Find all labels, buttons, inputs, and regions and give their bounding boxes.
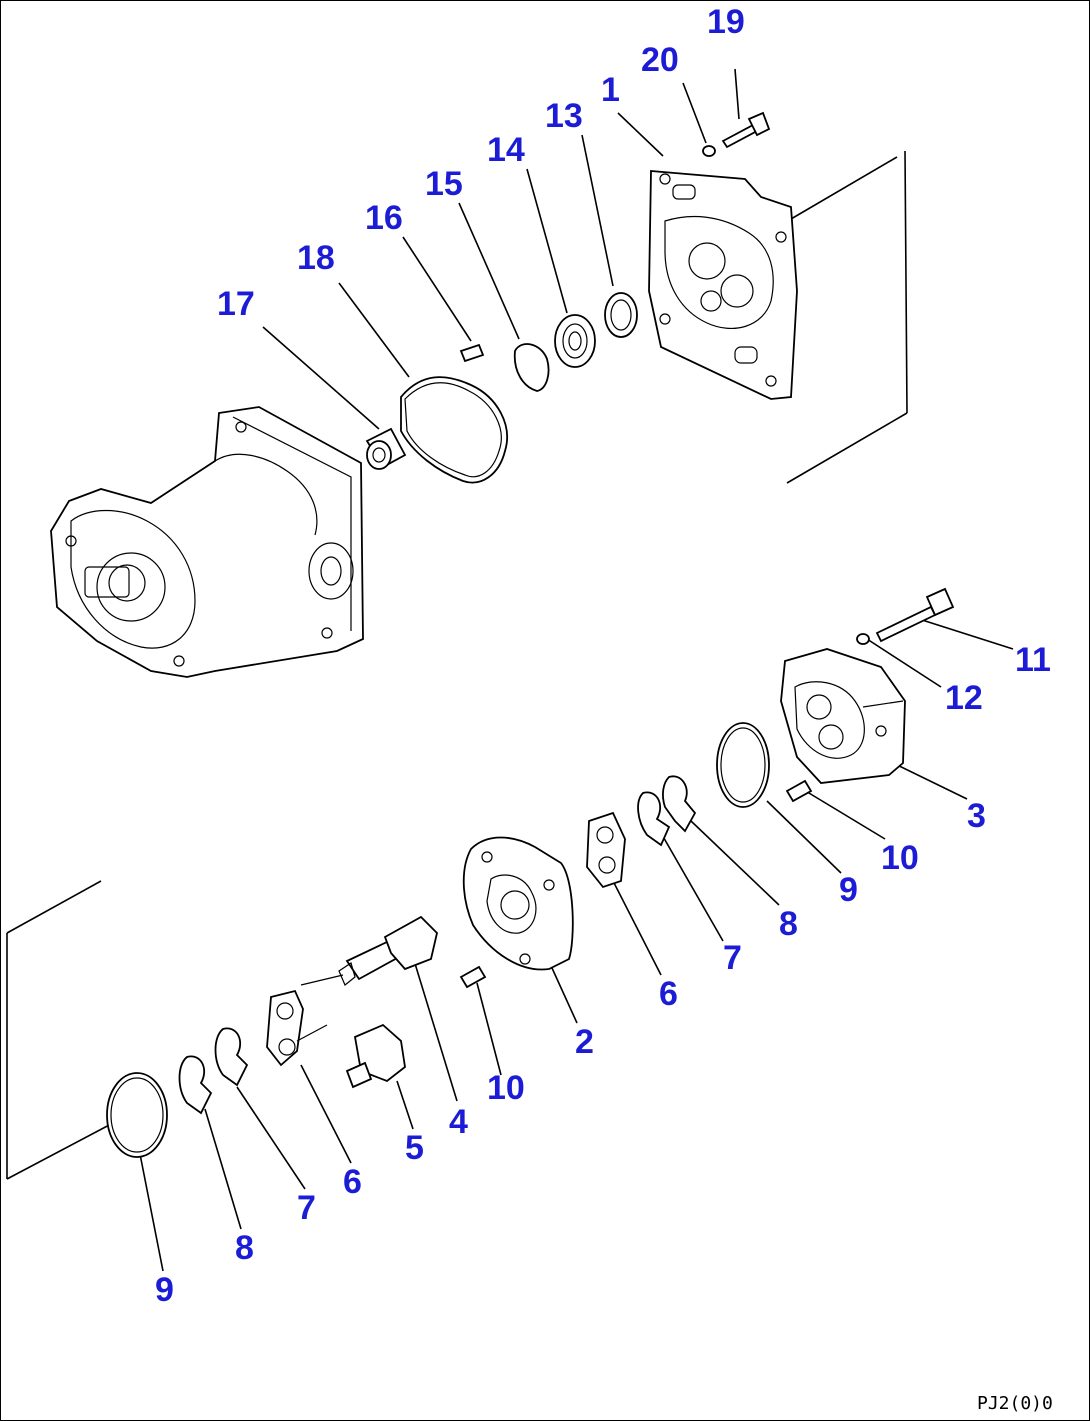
callout-11: 11: [1015, 641, 1051, 679]
snap-ring-15: [513, 343, 550, 392]
callout-15: 15: [425, 165, 463, 203]
seal-7-lower: [214, 1027, 249, 1087]
pin-10-lower: [459, 965, 487, 989]
driven-gear-5: [345, 1023, 406, 1089]
seal-13: [604, 292, 638, 338]
seal-8-upper: [662, 775, 697, 833]
o-ring-18: [400, 376, 508, 484]
bearing-14: [554, 314, 596, 368]
pin-10-upper: [785, 779, 813, 803]
washer-12: [856, 633, 870, 645]
callout-9-lower: 9: [155, 1271, 174, 1309]
callout-10-lower: 10: [487, 1069, 525, 1107]
callout-19: 19: [707, 3, 745, 41]
callout-18: 18: [297, 239, 335, 277]
callout-7-lower: 7: [297, 1189, 316, 1227]
callout-13: 13: [545, 97, 583, 135]
leader-lines: [138, 68, 1014, 1272]
bolt-19: [721, 111, 771, 149]
bushing-17: [365, 427, 407, 470]
flange-plate: [648, 170, 798, 400]
seal-7-upper: [637, 791, 671, 847]
callout-9-upper: 9: [839, 871, 858, 909]
bolt-11: [875, 587, 955, 643]
callout-4: 4: [449, 1103, 468, 1141]
callout-20: 20: [641, 41, 679, 79]
callout-3: 3: [967, 797, 986, 835]
o-ring-9-upper: [716, 722, 770, 808]
callout-5: 5: [405, 1129, 424, 1167]
callout-labels: 19 20 1 13 14 15 16 18 17 11 12 3 10 9 8…: [155, 3, 1051, 1309]
seal-8-lower: [178, 1055, 213, 1115]
callout-6-upper: 6: [659, 975, 678, 1013]
drive-shaft-gear-4: [300, 915, 438, 986]
callout-1: 1: [601, 71, 620, 109]
o-ring-9-lower: [106, 1072, 168, 1158]
callout-7-upper: 7: [723, 939, 742, 977]
plate-6-lower: [266, 989, 328, 1067]
callout-14: 14: [487, 131, 525, 169]
frame-lines: [6, 150, 908, 1180]
washer-20: [702, 145, 716, 157]
callout-8-lower: 8: [235, 1229, 254, 1267]
callout-8-upper: 8: [779, 905, 798, 943]
callout-17: 17: [217, 285, 255, 323]
drawing-code: PJ2(0)0: [977, 1393, 1053, 1414]
callout-16: 16: [365, 199, 403, 237]
callout-10-upper: 10: [881, 839, 919, 877]
pin-16: [459, 343, 485, 363]
pump-cover-3: [780, 648, 906, 784]
main-pump-body: [50, 406, 364, 678]
plate-6-upper: [586, 811, 626, 889]
callout-6-lower: 6: [343, 1163, 362, 1201]
callout-12: 12: [945, 679, 983, 717]
gear-housing-2: [462, 836, 574, 971]
callout-2: 2: [575, 1023, 594, 1061]
